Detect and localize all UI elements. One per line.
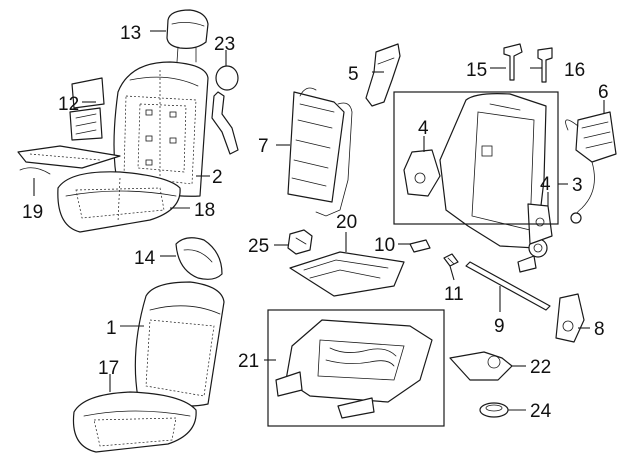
callout-17: 17 [98,358,119,379]
callout-1: 1 [106,318,117,339]
bolt-15-part [503,43,523,81]
leader-lines [33,30,605,411]
callout-6: 6 [598,82,609,103]
recliner-left-part [403,149,441,197]
callout-22: 22 [530,357,551,378]
armrest-cap-part [175,237,223,280]
round-cap-part [479,402,509,418]
back-frame-part [439,93,548,258]
callout-16: 16 [564,60,585,81]
callout-13: 13 [120,23,141,44]
cushion-assembly-part [72,391,197,453]
rod-part [465,261,551,311]
back-pad-part [69,77,105,141]
callout-8: 8 [594,319,605,340]
bracket-part [449,351,513,381]
callout-4-right: 4 [540,174,551,195]
callout-15: 15 [466,60,487,81]
callout-3: 3 [572,175,583,196]
connector-part [287,229,313,255]
callout-14: 14 [134,248,156,269]
seat-back-cover-part [113,61,209,197]
sensor-mat-part [289,251,405,297]
callout-7: 7 [258,136,269,157]
callout-12: 12 [58,94,79,115]
callout-9: 9 [494,316,505,337]
callout-25: 25 [248,236,269,257]
seat-cushion-part [57,171,181,233]
trim-panel-part [365,43,401,107]
callout-11: 11 [444,284,464,305]
callout-21: 21 [238,351,259,372]
seat-mat-part [17,145,121,175]
callout-24: 24 [530,401,552,422]
clip-part [409,239,431,253]
callout-5: 5 [348,64,359,85]
seat-track-part [275,319,433,419]
motor-part [555,293,585,343]
wire-harness-part [211,65,239,155]
callout-18: 18 [194,200,215,221]
callout-4-left: 4 [418,118,429,139]
callout-20: 20 [336,212,357,233]
seat-track-group-box [267,309,445,427]
callout-2: 2 [212,167,223,188]
back-panel-part [287,87,353,217]
callout-23: 23 [214,34,235,55]
seat-back-assembly-part [134,281,225,407]
headrest-part [166,9,209,63]
small-clip-part [443,253,459,267]
bolt-16-part [537,47,553,83]
back-frame-group-box [393,91,559,225]
control-module-part [565,111,617,224]
callout-19: 19 [22,202,43,223]
callout-10: 10 [374,235,395,256]
